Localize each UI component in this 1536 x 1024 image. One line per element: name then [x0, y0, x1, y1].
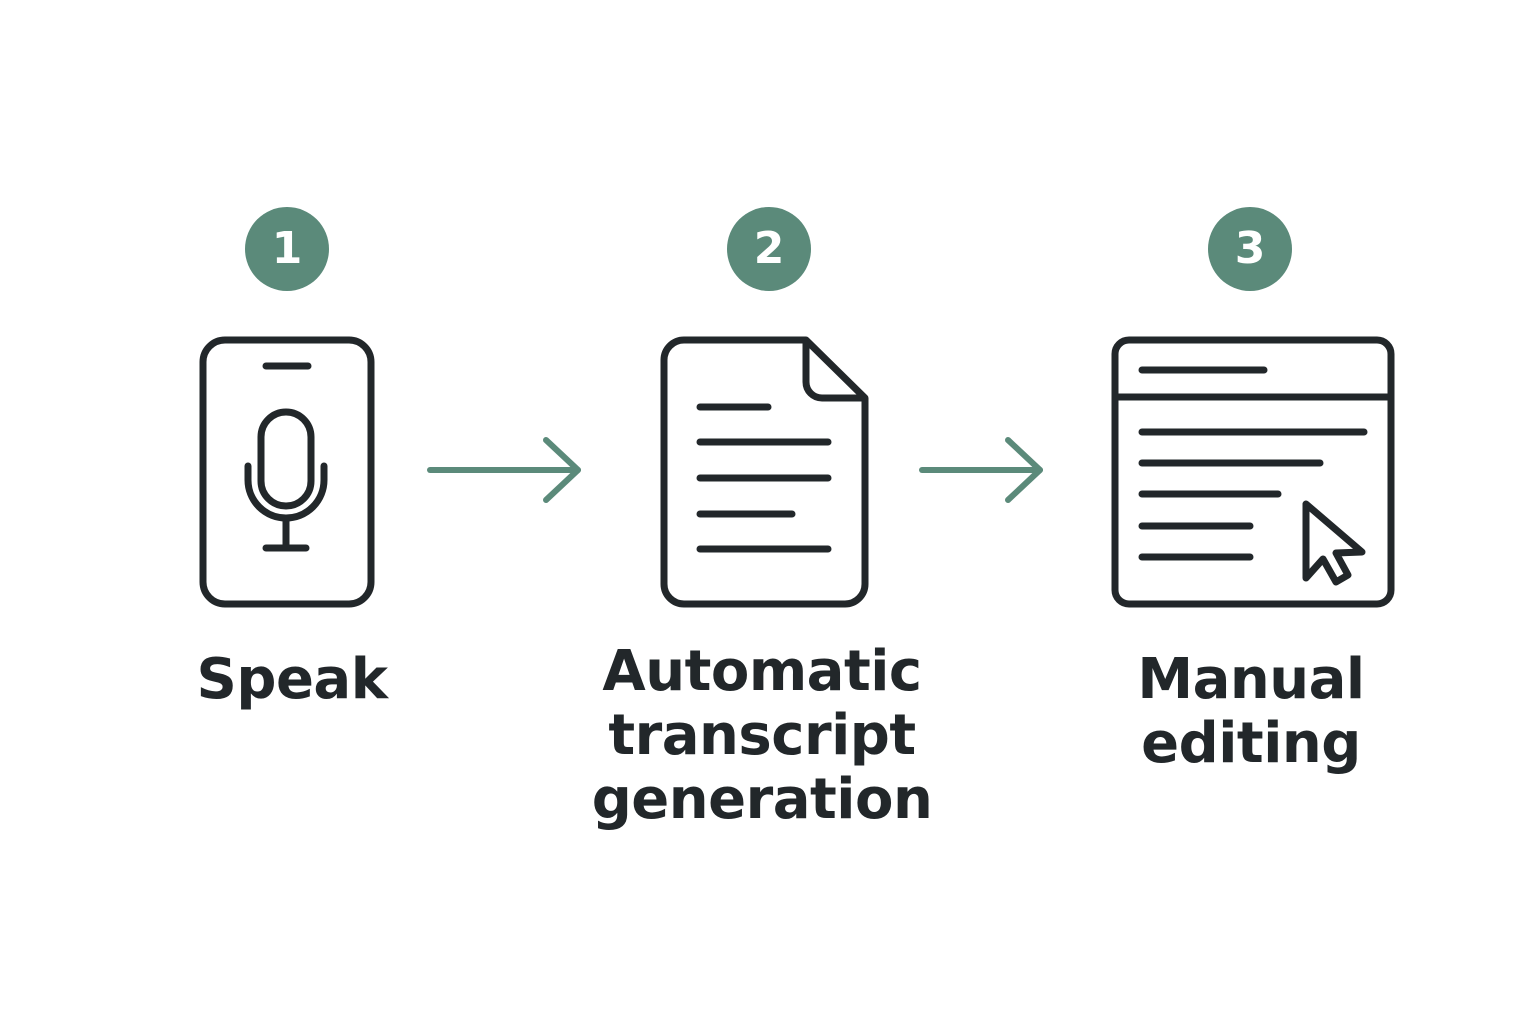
step-3-label-line-1: Manual — [1137, 647, 1365, 712]
step-1-label: Speak — [82, 648, 502, 712]
step-2-label: Automatic transcript generation — [552, 640, 972, 832]
step-1-label-line: Speak — [196, 647, 388, 712]
step-2-label-line-2: transcript — [608, 703, 916, 768]
step-2-number: 2 — [753, 223, 785, 274]
editor-window-cursor-icon — [1111, 336, 1395, 608]
document-icon — [660, 336, 869, 608]
step-3-label-line-2: editing — [1141, 711, 1361, 776]
step-2-label-line-3: generation — [591, 767, 933, 832]
step-2-label-line-1: Automatic — [602, 639, 922, 704]
cursor-icon — [1302, 500, 1366, 586]
step-3-label: Manual editing — [1041, 648, 1461, 776]
phone-microphone-icon — [199, 336, 375, 608]
step-3-badge: 3 — [1208, 207, 1292, 291]
step-1-badge: 1 — [245, 207, 329, 291]
step-2-badge: 2 — [727, 207, 811, 291]
step-1-number: 1 — [271, 223, 303, 274]
step-3-number: 3 — [1234, 223, 1266, 274]
arrow-right-icon — [427, 437, 581, 503]
arrow-right-icon — [919, 437, 1043, 503]
